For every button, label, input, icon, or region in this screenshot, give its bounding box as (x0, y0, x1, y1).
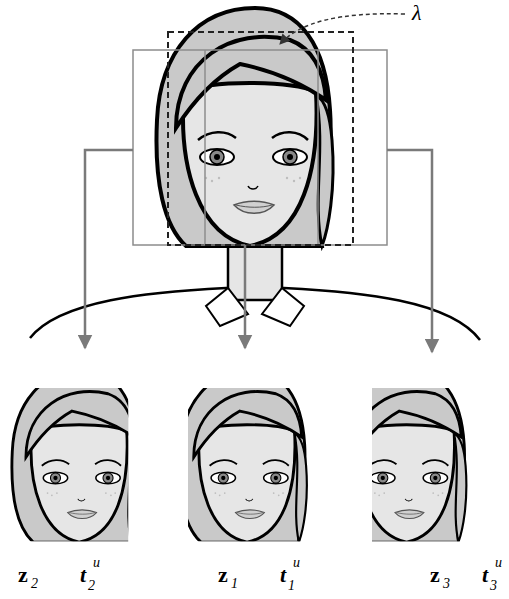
subscript-index: 1 (231, 577, 238, 591)
subscript-index: 2 (31, 577, 38, 591)
variable-name: z (18, 564, 28, 586)
subscript-index: 1 (288, 579, 295, 593)
variable-name: t (482, 564, 488, 586)
variable-name: z (430, 564, 440, 586)
subscript-index: 3 (490, 579, 497, 593)
variable-name: t (80, 564, 86, 586)
superscript-mark: u (495, 556, 502, 570)
variable-name: t (280, 564, 286, 586)
subscript-index: 3 (443, 577, 450, 591)
superscript-mark: u (293, 556, 300, 570)
variable-name: z (218, 564, 228, 586)
superscript-mark: u (93, 556, 100, 570)
lambda-symbol: λ (412, 2, 422, 24)
subscript-index: 2 (88, 579, 95, 593)
